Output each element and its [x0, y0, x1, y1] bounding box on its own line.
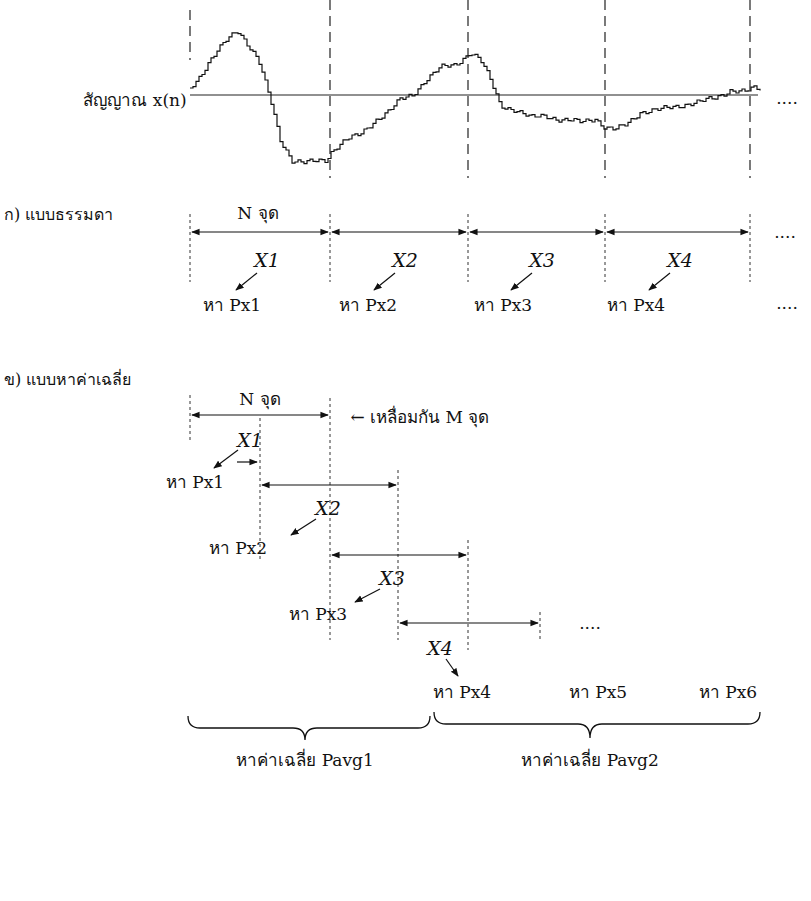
signal-axis	[190, 94, 758, 95]
section-heading: ข) แบบหาค่าเฉลี่ย	[4, 370, 131, 389]
ellipsis: ....	[579, 613, 601, 633]
segment-arrows	[192, 231, 748, 232]
leader-arrow	[214, 450, 238, 468]
guide-line	[605, 214, 606, 282]
average-label: หาค่าเฉลี่ย Pavg1	[236, 750, 374, 770]
segment-name: X2	[392, 249, 418, 272]
segment-arrow	[192, 231, 328, 232]
segment-arrow	[192, 414, 328, 415]
guide-line	[750, 214, 751, 282]
power-label: หา Px1	[166, 472, 224, 492]
segment-name: X3	[529, 249, 555, 272]
ellipsis: ....	[776, 293, 798, 313]
segment-arrow	[470, 231, 603, 232]
brace	[434, 712, 760, 738]
guide-line	[468, 214, 469, 282]
overlap-label: ← เหลื่อมกัน M จุด	[351, 407, 490, 427]
leader-arrow	[649, 273, 670, 290]
power-label: หา Px4	[433, 682, 491, 702]
guide-line	[190, 395, 191, 440]
segment-name: X4	[427, 637, 453, 660]
segment-name: X1	[254, 249, 280, 272]
frame-line	[467, 0, 468, 178]
signal-name: สัญญาณ x(n)	[83, 90, 186, 110]
brace	[188, 716, 430, 740]
guide-line	[540, 612, 541, 640]
leader-arrow	[446, 659, 458, 676]
power-label: หา Px5	[569, 682, 627, 702]
section-heading: ก) แบบธรรมดา	[4, 205, 113, 224]
overlap-segment-arrows	[192, 415, 538, 623]
segment-name: X2	[315, 497, 341, 520]
power-label: หา Px2	[209, 538, 267, 558]
signal-waveform	[190, 33, 760, 164]
guide-line	[190, 214, 191, 282]
segment-arrow	[332, 554, 466, 555]
segment-arrow	[262, 484, 396, 485]
leader-arrow	[355, 589, 380, 602]
segment-name: X3	[379, 567, 405, 590]
length-label: N จุด	[239, 389, 280, 409]
leader-arrows	[236, 273, 670, 290]
power-label: หา Px2	[339, 295, 397, 315]
frame-line	[604, 0, 605, 178]
leader-arrow	[236, 273, 257, 290]
guide-line	[330, 214, 331, 282]
power-label: หา Px3	[289, 604, 347, 624]
leader-arrow	[374, 273, 395, 290]
ellipsis: ....	[776, 88, 798, 108]
power-label: หา Px4	[607, 295, 665, 315]
guide-line	[330, 398, 331, 640]
power-label: หา Px6	[699, 682, 757, 702]
signal-frame	[190, 0, 758, 178]
frame-line	[189, 10, 190, 60]
segment-name: X1	[237, 429, 263, 452]
length-label: N จุด	[237, 203, 278, 223]
guide-line	[468, 540, 469, 650]
segment-guides	[190, 214, 750, 282]
segment-arrow	[332, 231, 466, 232]
segment-arrow	[607, 231, 748, 232]
segment-arrow	[400, 622, 538, 623]
average-label: หาค่าเฉลี่ย Pavg2	[521, 750, 659, 770]
power-label: หา Px1	[203, 295, 261, 315]
overlap-guides	[190, 395, 540, 650]
leader-arrow	[511, 273, 532, 290]
ellipsis: ....	[774, 222, 796, 242]
overlap-arrow	[237, 461, 257, 462]
power-label: หา Px3	[474, 295, 532, 315]
leader-arrows	[214, 450, 458, 676]
leader-arrow	[291, 519, 316, 535]
braces	[188, 712, 760, 740]
segment-name: X4	[667, 249, 693, 272]
